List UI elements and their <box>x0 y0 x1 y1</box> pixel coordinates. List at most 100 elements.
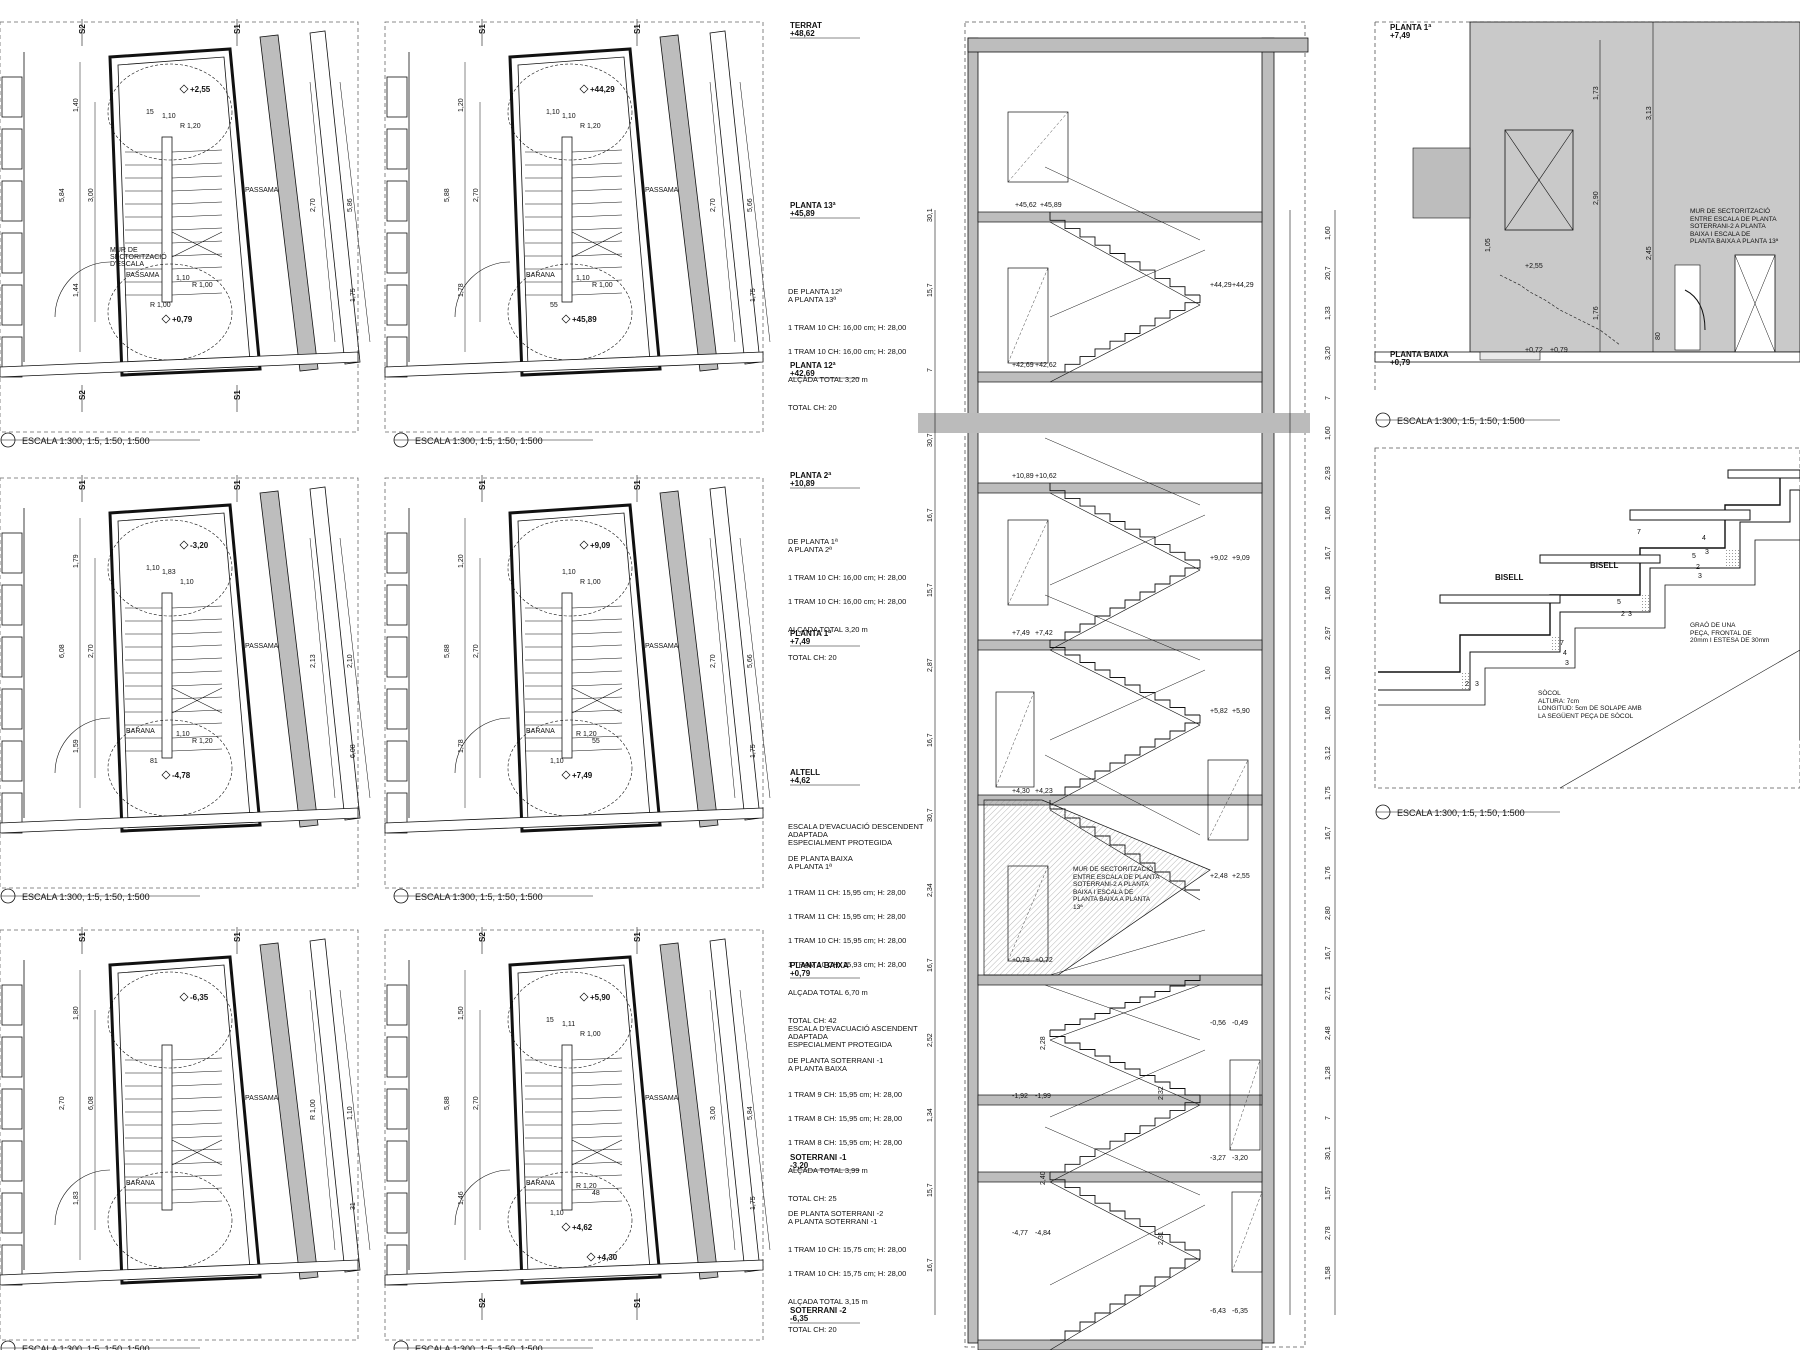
dimension-label: 3 <box>1475 681 1479 688</box>
note-label: PASSAMA <box>645 1095 679 1102</box>
elevation-mark: +44,29 <box>590 85 615 94</box>
dimension-label: 16,7 <box>927 508 934 522</box>
landing-level-mark: +0,72 <box>1525 347 1543 354</box>
dimension-label: 1,10 <box>546 109 560 116</box>
flight-line: 1 TRAM 10 CH: 16,00 cm; H: 28,00 <box>788 573 907 582</box>
dimension-label: 16,7 <box>927 1258 934 1272</box>
dimension-label: 20,7 <box>1325 266 1332 280</box>
stair-flight <box>1050 295 1201 373</box>
dimension-label: 1,20 <box>458 554 465 568</box>
dimension-label: 1,60 <box>1325 706 1332 720</box>
socol-note: SÒCOL ALTURA: 7cm LONGITUD: 5cm DE SOLAP… <box>1538 690 1642 720</box>
level-name: PLANTA 12ª <box>790 361 836 370</box>
note-label: PASSAMA <box>645 643 679 650</box>
dimension-label: 1,10 <box>347 1106 354 1120</box>
elevation-mark: +4,62 <box>572 1223 593 1232</box>
dimension-label: 2,70 <box>710 198 717 212</box>
landing-level-mark: +5,82 <box>1210 708 1228 715</box>
dimension-label: 2,70 <box>710 654 717 668</box>
dimension-label: 3,13 <box>1646 106 1653 120</box>
dimension-label: 1,75 <box>750 744 757 758</box>
dimension-label: 1,46 <box>458 1191 465 1205</box>
landing-level-mark: +9,09 <box>1232 555 1250 562</box>
dimension-label: 30,7 <box>927 808 934 822</box>
landing-level-mark: -6,35 <box>1232 1308 1248 1315</box>
dimension-label: 1,10 <box>176 275 190 282</box>
section-cut-marker: S1 <box>478 480 487 490</box>
landing-level-mark: -4,77 <box>1012 1230 1028 1237</box>
dimension-label: 16,7 <box>1325 826 1332 840</box>
flight-note-5-title: DE PLANTA SOTERRANI -2 A PLANTA SOTERRAN… <box>788 1209 884 1226</box>
level-value: +10,89 <box>790 479 815 488</box>
landing-level-mark: +44,29 <box>1210 282 1232 289</box>
flight-line: TOTAL CH: 20 <box>788 653 837 662</box>
dimension-label: 2,93 <box>1325 466 1332 480</box>
dimension-label: 1,59 <box>73 739 80 753</box>
section-cut-marker: S1 <box>633 24 642 34</box>
dimension-label: 1,33 <box>1325 306 1332 320</box>
dimension-label: 1,20 <box>458 98 465 112</box>
scale-caption: ESCALA 1:300, 1:5, 1:50, 1:500 <box>415 892 543 902</box>
dimension-label: 2,34 <box>927 883 934 897</box>
scale-caption: ESCALA 1:300, 1:5, 1:50, 1:500 <box>415 1344 543 1350</box>
dimension-label: 3 <box>1698 573 1702 580</box>
flight-line: ALÇADA TOTAL 6,70 m <box>788 988 868 997</box>
flight-note-1-title: DE PLANTA 12ª A PLANTA 13ª <box>788 287 842 304</box>
section-cut-marker: S1 <box>233 480 242 490</box>
level-value: -3,20 <box>790 1161 809 1170</box>
landing-level-mark: +7,49 <box>1012 630 1030 637</box>
dimension-label: 6,08 <box>88 1096 95 1110</box>
level-name: PLANTA 13ª <box>790 201 836 210</box>
dimension-label: 1,40 <box>73 98 80 112</box>
section-cut-marker: S2 <box>478 932 487 942</box>
level-value: +4,62 <box>790 776 811 785</box>
elevation-mark: -4,78 <box>172 771 191 780</box>
level-name: PLANTA 2ª <box>790 471 831 480</box>
dimension-label: 2,70 <box>473 644 480 658</box>
dimension-label: 2,31 <box>1158 1231 1165 1245</box>
dimension-label: 1,75 <box>1325 786 1332 800</box>
landing-level-mark: -4,84 <box>1035 1230 1051 1237</box>
section-cut-marker: S1 <box>233 390 242 400</box>
level-name: TERRAT <box>790 21 822 30</box>
dimension-label: 15,7 <box>927 283 934 297</box>
dimension-label: 30,1 <box>927 208 934 222</box>
dimension-label: 48 <box>592 1190 600 1197</box>
flight-line: 1 TRAM 9 CH: 15,95 cm; H: 28,00 <box>788 1090 903 1099</box>
flight-note-5-lines: 1 TRAM 10 CH: 15,75 cm; H: 28,00 1 TRAM … <box>788 1230 906 1342</box>
landing-level-mark: +2,55 <box>1232 873 1250 880</box>
dimension-label: R 1,00 <box>592 282 613 289</box>
scale-caption: ESCALA 1:300, 1:5, 1:50, 1:500 <box>415 436 543 446</box>
dimension-label: 1,57 <box>1325 1186 1332 1200</box>
dimension-label: 55 <box>550 302 558 309</box>
flight-note-2-lines: 1 TRAM 10 CH: 16,00 cm; H: 28,00 1 TRAM … <box>788 558 906 670</box>
detail-elevation <box>1374 21 1800 390</box>
dimension-label: 2,90 <box>1593 191 1600 205</box>
dimension-label: 7 <box>1637 529 1641 536</box>
section-cut-marker: S1 <box>633 1298 642 1308</box>
landing-level-mark: -3,27 <box>1210 1155 1226 1162</box>
dimension-label: 3 <box>1565 660 1569 667</box>
section-cut-marker: S1 <box>233 24 242 34</box>
level-value: +0,79 <box>1390 358 1411 367</box>
door <box>1207 759 1249 841</box>
dimension-label: 3,12 <box>1325 746 1332 760</box>
dimension-label: 1,10 <box>562 569 576 576</box>
dimension-label: 1,83 <box>73 1191 80 1205</box>
dimension-label: 1,78 <box>458 739 465 753</box>
dimension-label: 1,60 <box>1325 586 1332 600</box>
dimension-label: 2,97 <box>1325 626 1332 640</box>
dimension-label: 3 <box>1628 611 1632 618</box>
dimension-label: 5,88 <box>444 644 451 658</box>
floor-slab <box>977 1171 1263 1183</box>
dimension-label: 2,71 <box>1325 986 1332 1000</box>
landing-level-mark: +42,69 <box>1012 362 1034 369</box>
dimension-label: 1,10 <box>550 758 564 765</box>
note-label: D'ESCALA <box>110 261 144 268</box>
